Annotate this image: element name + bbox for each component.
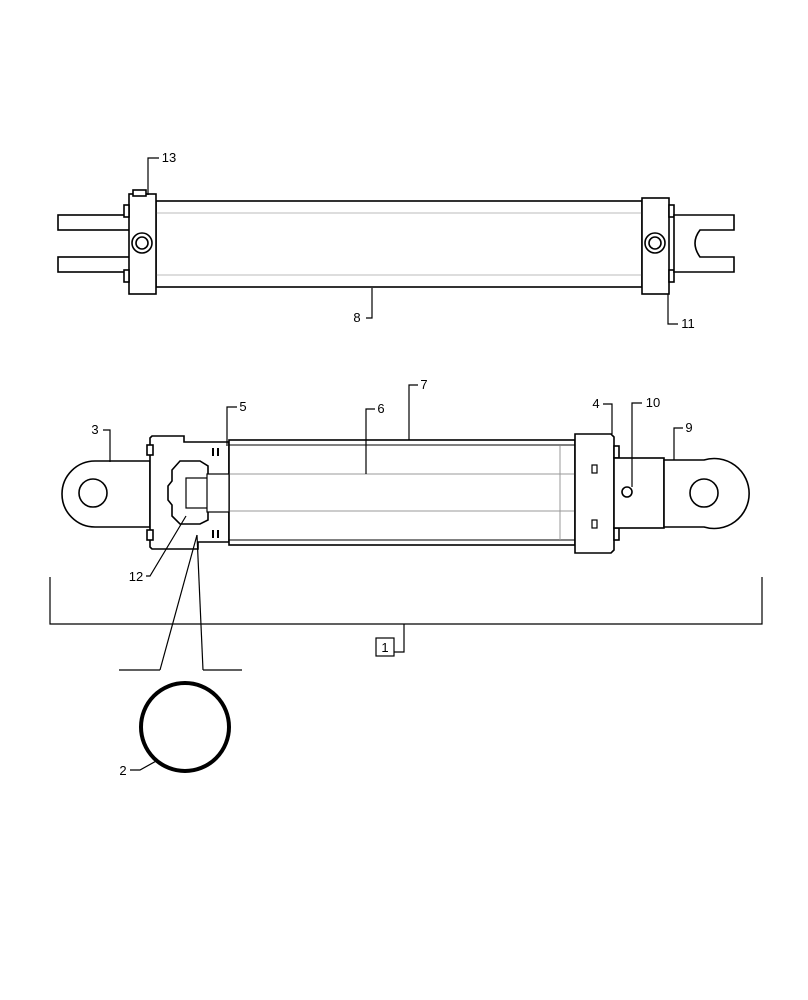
left-clevis-lower-prong	[57, 256, 131, 273]
callout-10: 10	[646, 395, 660, 410]
callout-5: 5	[239, 399, 246, 414]
cylinder-side-view	[61, 433, 750, 554]
o-ring-seal	[139, 681, 231, 773]
callout-labels: 1 2 3 4 5 6 7 8 9 10 11 12 13	[91, 150, 694, 778]
barrel-top-view	[155, 200, 643, 288]
callout-9: 9	[685, 420, 692, 435]
callout-6: 6	[377, 401, 384, 416]
callout-7: 7	[420, 377, 427, 392]
callout-1: 1	[381, 640, 388, 655]
grease-fitting	[621, 486, 633, 498]
callout-11: 11	[681, 316, 695, 331]
callout-4: 4	[592, 396, 599, 411]
callout-13: 13	[162, 150, 176, 165]
barrel-tube	[228, 439, 576, 546]
cylinder-top-view	[57, 189, 735, 295]
callout-8: 8	[353, 310, 360, 325]
callout-2: 2	[119, 763, 126, 778]
rod-gland	[574, 433, 615, 554]
left-clevis-upper-prong	[57, 214, 131, 231]
callout-12: 12	[129, 569, 143, 584]
callout-1-box	[375, 637, 395, 657]
callout-3: 3	[91, 422, 98, 437]
right-clevis	[673, 214, 735, 273]
leader-lines	[49, 157, 763, 771]
